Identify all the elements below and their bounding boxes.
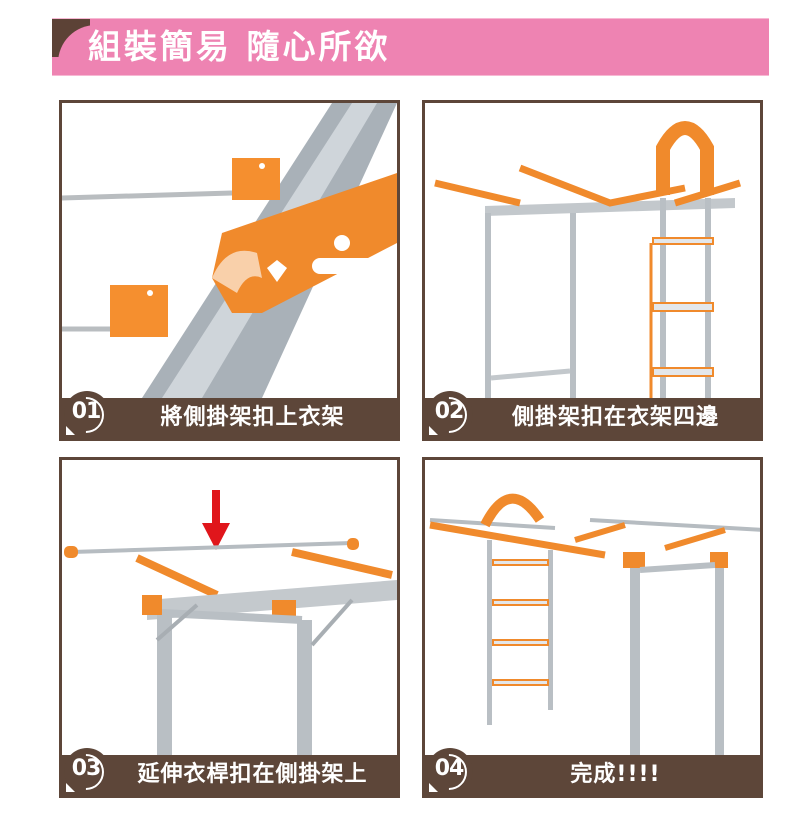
step-04-caption: 完成!!!!	[570, 762, 661, 787]
page-title: 組裝簡易 隨心所欲	[88, 27, 391, 66]
step-02-caption: 側掛架扣在衣架四邊	[511, 405, 719, 430]
step-04-number: 04	[434, 756, 465, 781]
step-panel-04: 完成!!!! 04	[422, 457, 763, 798]
step-04-caption-bar: 完成!!!!	[425, 755, 760, 795]
page-header-banner: 組裝簡易 隨心所欲	[52, 18, 769, 76]
step-03-number: 03	[71, 756, 102, 781]
step-03-illustration	[62, 460, 397, 755]
step-03-caption-bar: 延伸衣桿扣在側掛架上	[62, 755, 397, 795]
badge-corner-icon	[66, 426, 75, 435]
step-04-illustration	[425, 460, 760, 755]
step-02-caption-bar: 側掛架扣在衣架四邊	[425, 398, 760, 438]
step-02-illustration	[425, 103, 760, 398]
step-01-number: 01	[71, 399, 102, 424]
step-panel-02: 側掛架扣在衣架四邊 02	[422, 100, 763, 441]
step-panel-03: 延伸衣桿扣在側掛架上 03	[59, 457, 400, 798]
step-04-badge: 04	[425, 746, 475, 795]
step-02-number: 02	[434, 399, 465, 424]
badge-corner-icon	[429, 426, 438, 435]
step-panel-01: 將側掛架扣上衣架 01	[59, 100, 400, 441]
badge-corner-icon	[429, 783, 438, 792]
step-01-caption-bar: 將側掛架扣上衣架	[62, 398, 397, 438]
step-03-badge: 03	[62, 746, 112, 795]
step-01-caption: 將側掛架扣上衣架	[160, 405, 345, 430]
step-01-illustration	[62, 103, 397, 398]
step-03-caption: 延伸衣桿扣在側掛架上	[137, 762, 368, 787]
badge-corner-icon	[66, 783, 75, 792]
step-02-badge: 02	[425, 389, 475, 438]
step-01-badge: 01	[62, 389, 112, 438]
